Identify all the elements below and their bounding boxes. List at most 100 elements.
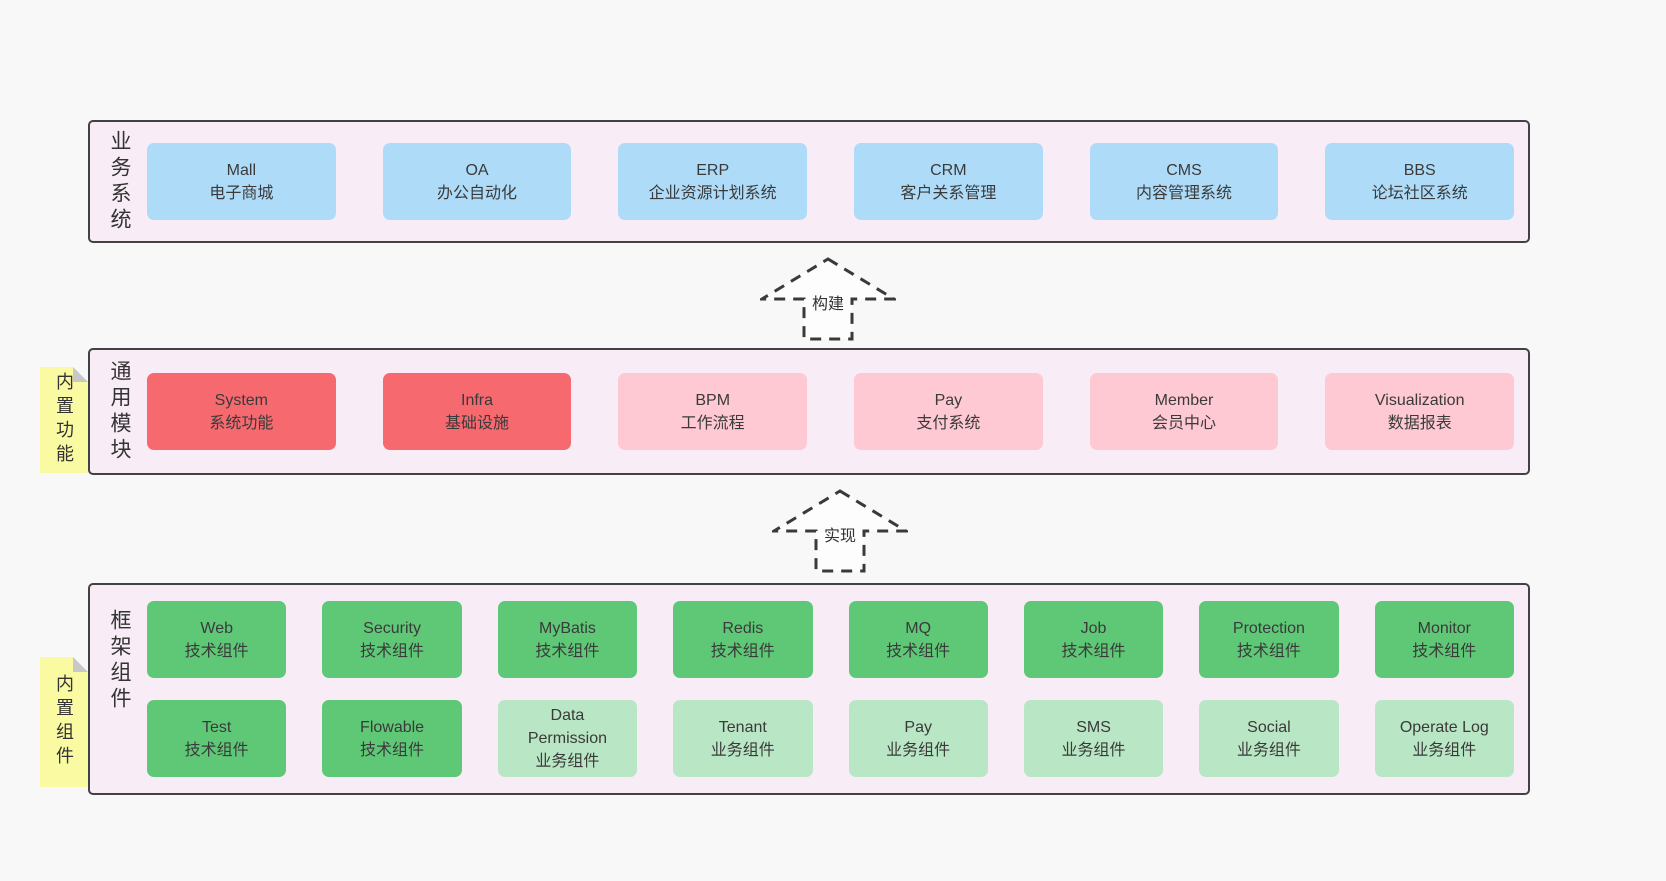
node-data-permission: Data Permission 业务组件 bbox=[497, 700, 638, 777]
node-subtitle: 业务组件 bbox=[535, 753, 600, 770]
node-monitor: Monitor 技术组件 bbox=[1374, 601, 1514, 678]
node-mq: MQ 技术组件 bbox=[848, 601, 988, 678]
node-title: Protection bbox=[1232, 619, 1305, 637]
node-subtitle: 技术组件 bbox=[184, 642, 249, 660]
node-title: Flowable bbox=[360, 718, 425, 736]
node-title: Monitor bbox=[1417, 619, 1471, 637]
node-subtitle: 技术组件 bbox=[360, 741, 425, 759]
arrow-implement: 实现 bbox=[772, 489, 908, 573]
node-subtitle: 技术组件 bbox=[1061, 642, 1126, 660]
node-title: OA bbox=[465, 161, 489, 179]
node-title: SMS bbox=[1076, 718, 1111, 736]
node-operate-log: Operate Log 业务组件 bbox=[1374, 700, 1514, 777]
node-title: Redis bbox=[722, 619, 764, 637]
node-title: Tenant bbox=[718, 718, 767, 736]
section-common-modules-label: 通用模块 bbox=[108, 359, 131, 464]
node-title: MQ bbox=[905, 619, 932, 637]
node-title: CMS bbox=[1166, 161, 1202, 179]
node-title: Mall bbox=[226, 161, 256, 179]
node-title: BPM bbox=[695, 391, 731, 409]
node-protection: Protection 技术组件 bbox=[1199, 601, 1339, 678]
arrow-build-label: 构建 bbox=[807, 290, 849, 314]
node-subtitle: 支付系统 bbox=[916, 414, 981, 432]
node-title: Security bbox=[363, 619, 421, 637]
node-subtitle: 会员中心 bbox=[1152, 414, 1217, 432]
node-subtitle: 技术组件 bbox=[1236, 642, 1301, 660]
node-subtitle: 电子商城 bbox=[209, 184, 274, 202]
node-title: Infra bbox=[461, 391, 494, 409]
node-title: Data Permission bbox=[527, 707, 607, 747]
node-infra: Infra 基础设施 bbox=[382, 373, 572, 450]
node-subtitle: 论坛社区系统 bbox=[1371, 184, 1468, 202]
node-subtitle: 技术组件 bbox=[1412, 642, 1477, 660]
node-visualization: Visualization 数据报表 bbox=[1325, 373, 1515, 450]
arrow-implement-label: 实现 bbox=[819, 522, 861, 546]
node-title: Visualization bbox=[1374, 391, 1465, 409]
node-sms: SMS 业务组件 bbox=[1023, 700, 1164, 777]
sticky-note-built-in-features: 内置功能 bbox=[40, 367, 88, 473]
node-cms: CMS 内容管理系统 bbox=[1089, 143, 1279, 220]
node-subtitle: 业务组件 bbox=[1061, 741, 1126, 759]
node-test: Test 技术组件 bbox=[147, 700, 287, 777]
node-title: System bbox=[214, 391, 268, 409]
common-modules-rows: System 系统功能 Infra 基础设施 BPM 工作流程 Pay 支付系统 Member 会… bbox=[147, 350, 1515, 473]
node-subtitle: 基础设施 bbox=[445, 414, 510, 432]
node-title: Web bbox=[200, 619, 233, 637]
node-subtitle: 系统功能 bbox=[209, 414, 274, 432]
node-subtitle: 业务组件 bbox=[1412, 741, 1477, 759]
node-title: Test bbox=[202, 718, 232, 736]
node-pay: Pay 业务组件 bbox=[848, 700, 988, 777]
node-subtitle: 客户关系管理 bbox=[900, 184, 997, 202]
node-tenant: Tenant 业务组件 bbox=[673, 700, 813, 777]
section-common-modules: 通用模块 System 系统功能 Infra 基础设施 BPM 工作流程 Pay 支付系统 Me… bbox=[88, 348, 1530, 475]
node-security: Security 技术组件 bbox=[322, 601, 462, 678]
node-subtitle: 技术组件 bbox=[360, 642, 425, 660]
node-job: Job 技术组件 bbox=[1023, 601, 1164, 678]
node-oa: OA 办公自动化 bbox=[382, 143, 572, 220]
node-flowable: Flowable 技术组件 bbox=[322, 700, 462, 777]
node-pay: Pay 支付系统 bbox=[854, 373, 1043, 450]
node-subtitle: 企业资源计划系统 bbox=[648, 184, 777, 202]
node-title: BBS bbox=[1403, 161, 1436, 179]
node-social: Social 业务组件 bbox=[1199, 700, 1339, 777]
node-subtitle: 技术组件 bbox=[535, 642, 600, 660]
node-subtitle: 业务组件 bbox=[886, 741, 951, 759]
node-subtitle: 技术组件 bbox=[886, 642, 951, 660]
node-title: MyBatis bbox=[538, 619, 596, 637]
node-title: Social bbox=[1247, 718, 1291, 736]
node-member: Member 会员中心 bbox=[1089, 373, 1279, 450]
node-bbs: BBS 论坛社区系统 bbox=[1325, 143, 1515, 220]
section-business-systems-label: 业务系统 bbox=[108, 129, 131, 234]
node-bpm: BPM 工作流程 bbox=[618, 373, 808, 450]
node-subtitle: 技术组件 bbox=[710, 642, 775, 660]
node-mall: Mall 电子商城 bbox=[147, 143, 336, 220]
node-subtitle: 办公自动化 bbox=[437, 184, 518, 202]
node-erp: ERP 企业资源计划系统 bbox=[618, 143, 808, 220]
node-row: System 系统功能 Infra 基础设施 BPM 工作流程 Pay 支付系统 Member 会… bbox=[147, 373, 1515, 450]
sticky-note-built-in-components: 内置组件 bbox=[40, 657, 88, 787]
node-title: Pay bbox=[904, 718, 932, 736]
node-mybatis: MyBatis 技术组件 bbox=[497, 601, 638, 678]
node-subtitle: 业务组件 bbox=[1236, 741, 1301, 759]
node-title: Operate Log bbox=[1399, 718, 1489, 736]
node-title: Pay bbox=[934, 391, 963, 409]
node-subtitle: 内容管理系统 bbox=[1136, 184, 1233, 202]
node-subtitle: 数据报表 bbox=[1387, 414, 1452, 432]
node-subtitle: 业务组件 bbox=[710, 741, 775, 759]
node-title: Job bbox=[1080, 619, 1107, 637]
node-web: Web 技术组件 bbox=[147, 601, 287, 678]
node-title: ERP bbox=[696, 161, 730, 179]
arrow-build: 构建 bbox=[760, 257, 896, 341]
node-title: Member bbox=[1154, 391, 1214, 409]
node-subtitle: 工作流程 bbox=[680, 414, 745, 432]
node-subtitle: 技术组件 bbox=[184, 741, 249, 759]
